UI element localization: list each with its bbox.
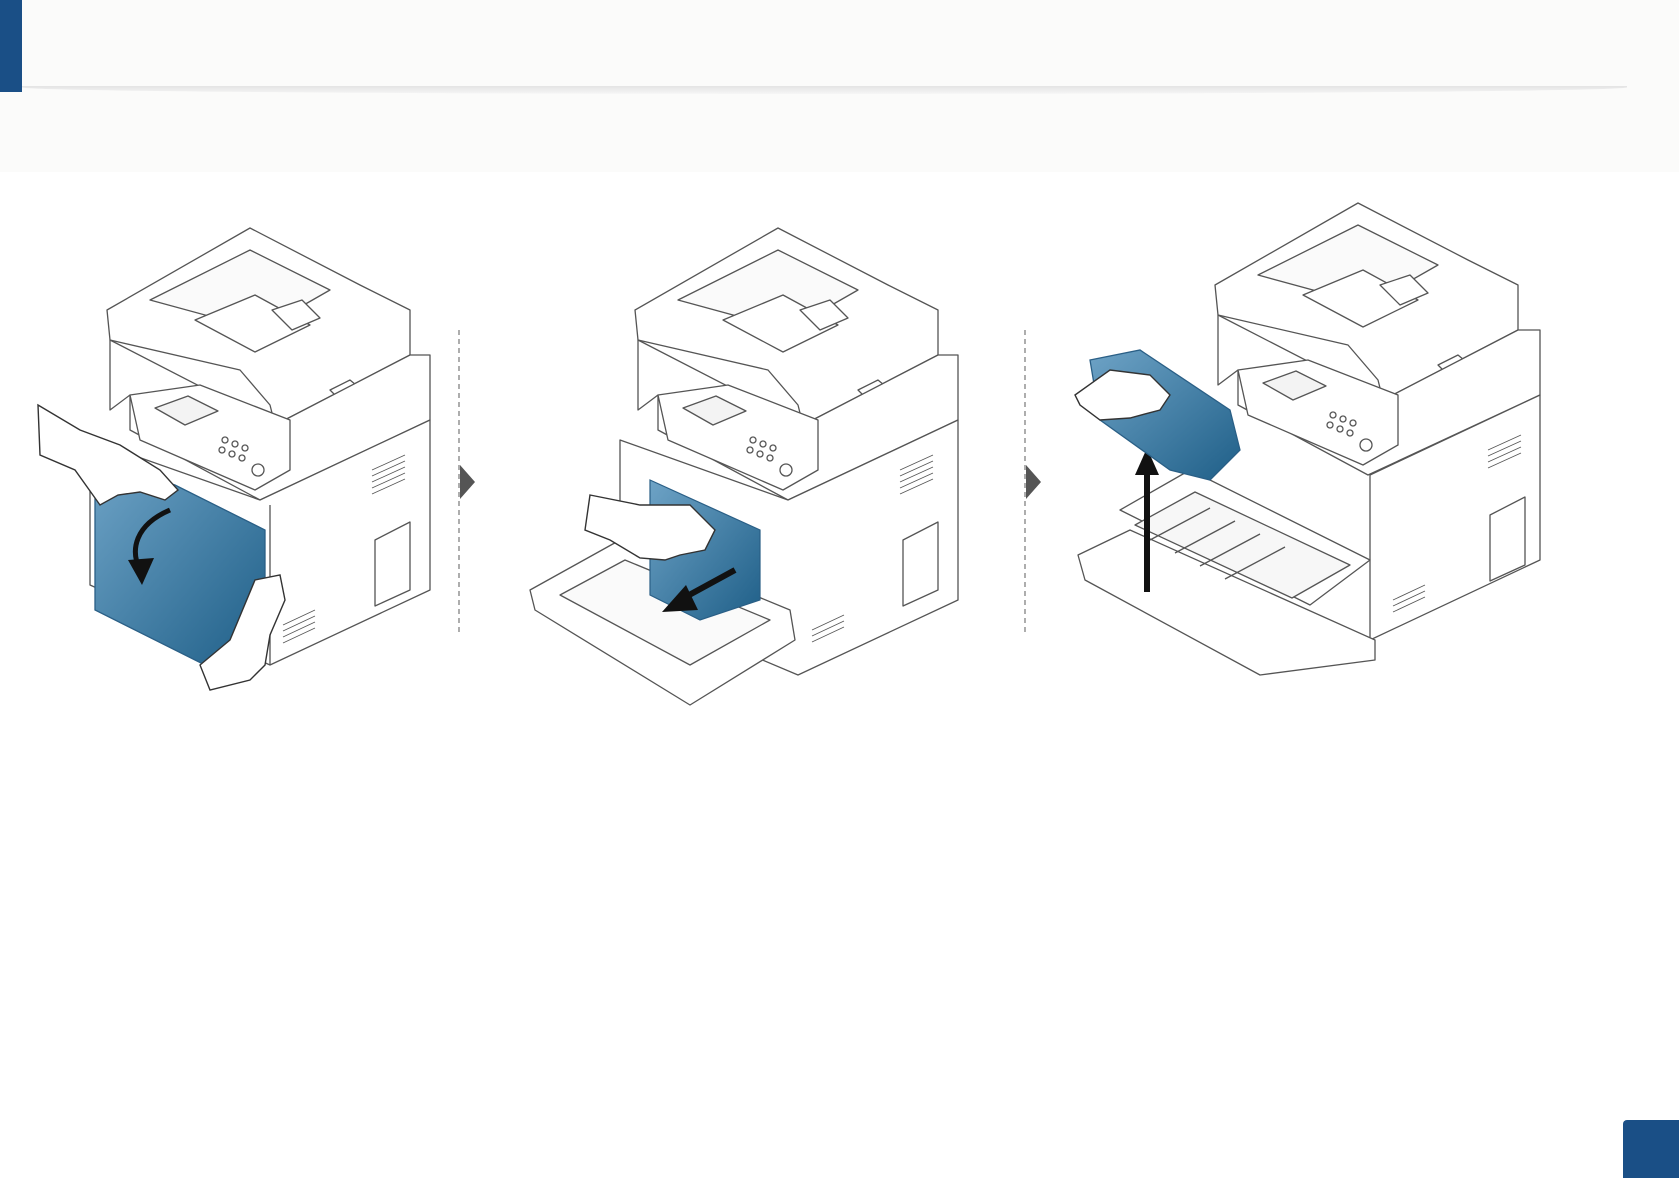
header-accent-bar [0, 0, 22, 92]
step-2-printer [530, 228, 958, 705]
toner-replacement-illustration [0, 190, 1679, 710]
page-header [0, 0, 1679, 172]
page-number-badge [1623, 1120, 1679, 1178]
header-divider [22, 86, 1627, 94]
step-arrow-icon [1026, 465, 1041, 499]
step-arrow-icon [460, 465, 475, 499]
